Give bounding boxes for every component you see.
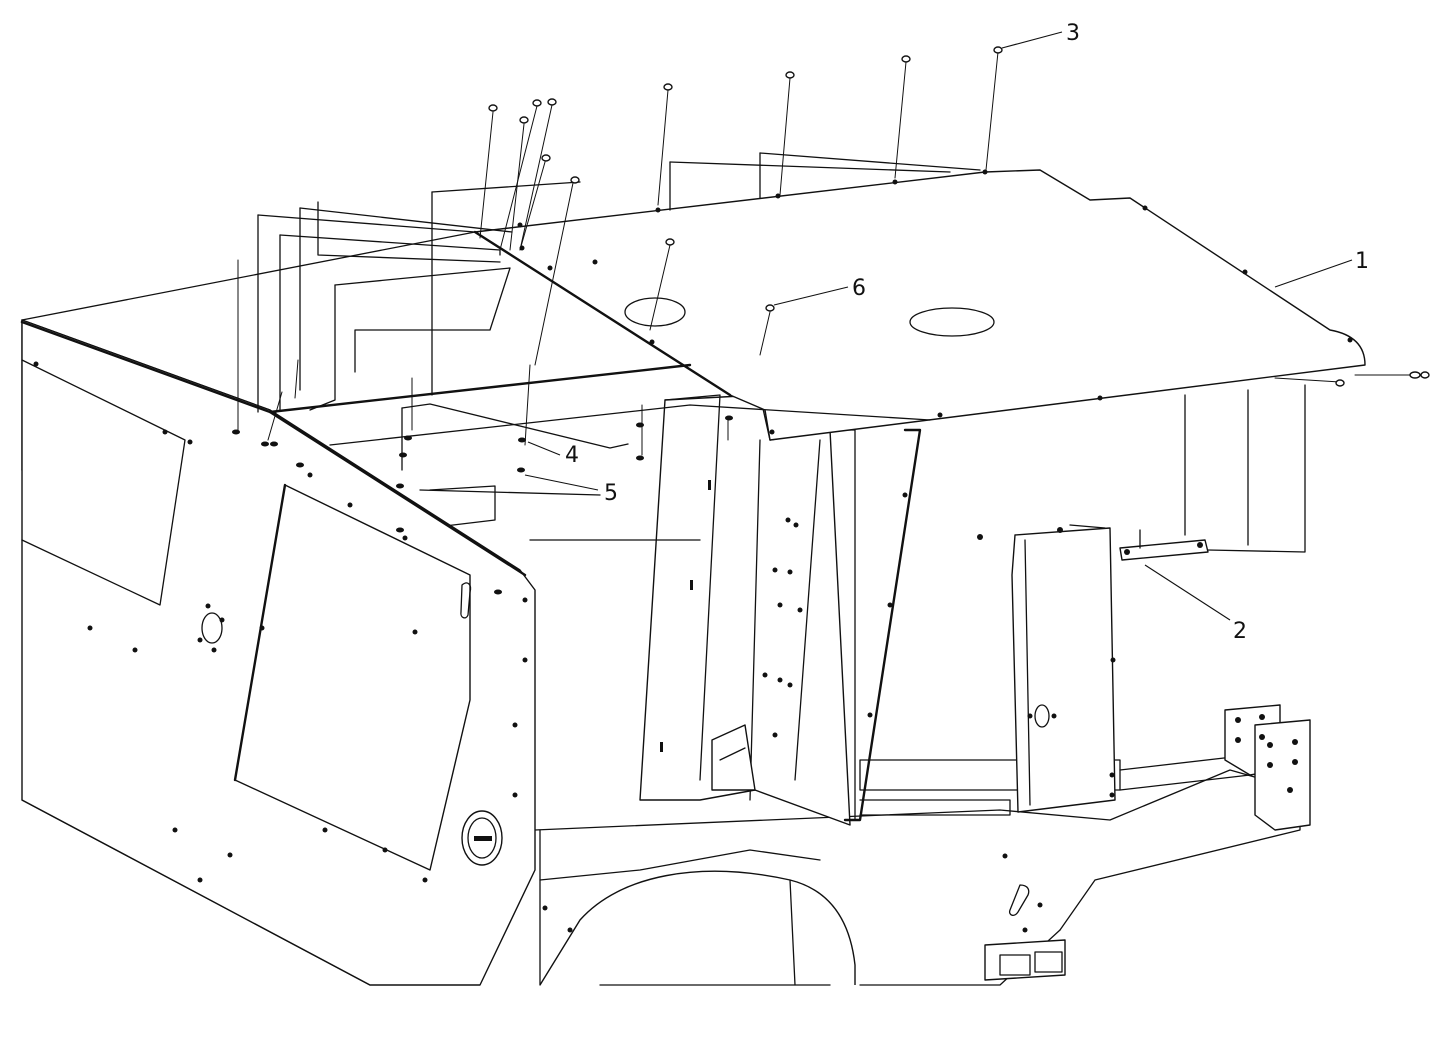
- callout-4: 4: [565, 443, 579, 468]
- rear-pillars: [639, 394, 922, 826]
- front-frame-panel: [20, 319, 1043, 986]
- bracket-panel: [977, 527, 1209, 813]
- callout-6: 6: [852, 276, 866, 301]
- callout-5: 5: [604, 481, 618, 506]
- callout-leaders: [524, 31, 1353, 621]
- callout-1: 1: [1355, 249, 1369, 274]
- bolt-heads: [488, 46, 1430, 387]
- callout-3: 3: [1066, 21, 1080, 46]
- callout-2: 2: [1233, 619, 1247, 644]
- fastener-lines: [237, 51, 1421, 456]
- washers: [232, 415, 733, 595]
- callout-labels: 1 2 3 4 5 6: [565, 21, 1369, 644]
